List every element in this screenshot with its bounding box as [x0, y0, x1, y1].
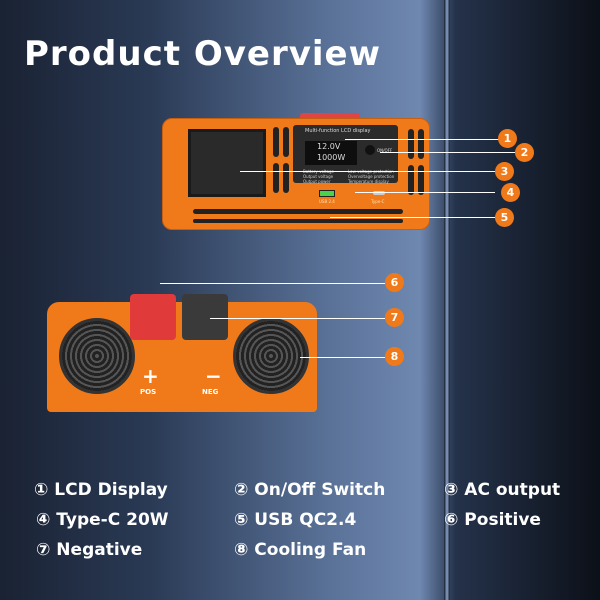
- typec-port: [373, 191, 385, 195]
- feature-lcd-display: ① LCD Display: [34, 480, 168, 500]
- cooling-fan-right: [233, 318, 309, 394]
- callout-2: 2: [515, 143, 534, 162]
- lcd-title: Multi-function LCD display: [305, 128, 371, 134]
- callout-6: 6: [385, 273, 404, 292]
- neg-sign: −: [205, 364, 222, 388]
- background-divider: [444, 0, 450, 600]
- feature-ac-output: ③ AC output: [444, 480, 561, 500]
- usb-label: USB 2.4: [319, 199, 335, 204]
- callout-1: 1: [498, 129, 517, 148]
- feature-positive: ⑥ Positive: [444, 510, 541, 530]
- callout-3: 3: [495, 162, 514, 181]
- feature-on-off-switch: ② On/Off Switch: [234, 480, 386, 500]
- legend-item: Output power: [303, 179, 331, 184]
- positive-terminal: [130, 294, 176, 340]
- neg-label: NEG: [202, 388, 219, 396]
- legend-item: Output voltage: [303, 174, 334, 179]
- cooling-fan-left: [59, 318, 135, 394]
- callout-7: 7: [385, 308, 404, 327]
- power-switch[interactable]: [365, 145, 375, 155]
- feature-negative: ⑦ Negative: [36, 540, 143, 560]
- lcd-voltage: 12.0V: [317, 142, 341, 151]
- feature-cooling-fan: ⑧ Cooling Fan: [234, 540, 367, 560]
- negative-terminal: [182, 294, 228, 340]
- switch-label: ON/OFF: [377, 148, 393, 153]
- feature-usb-qc: ⑤ USB QC2.4: [234, 510, 357, 530]
- pos-label: POS: [140, 388, 157, 396]
- lcd-power: 1000W: [317, 153, 346, 162]
- typec-label: Type-C: [371, 199, 385, 204]
- callout-5: 5: [495, 208, 514, 227]
- legend-item: Temperature display: [348, 179, 389, 184]
- callout-8: 8: [385, 347, 404, 366]
- page-title: Product Overview: [24, 34, 382, 74]
- lcd-screen: 12.0V 1000W: [305, 141, 357, 165]
- inverter-rear-panel: + POS − NEG: [47, 294, 317, 412]
- top-tab: [300, 113, 360, 121]
- feature-type-c: ④ Type-C 20W: [36, 510, 169, 530]
- callout-4: 4: [501, 183, 520, 202]
- legend-item: Overvoltage protection: [348, 174, 395, 179]
- inverter-front-panel: Multi-function LCD display 12.0V 1000W O…: [162, 118, 430, 230]
- ac-outlet: [188, 129, 266, 197]
- usb-port: [319, 190, 335, 197]
- pos-sign: +: [142, 364, 159, 388]
- lcd-panel: Multi-function LCD display 12.0V 1000W O…: [293, 125, 398, 184]
